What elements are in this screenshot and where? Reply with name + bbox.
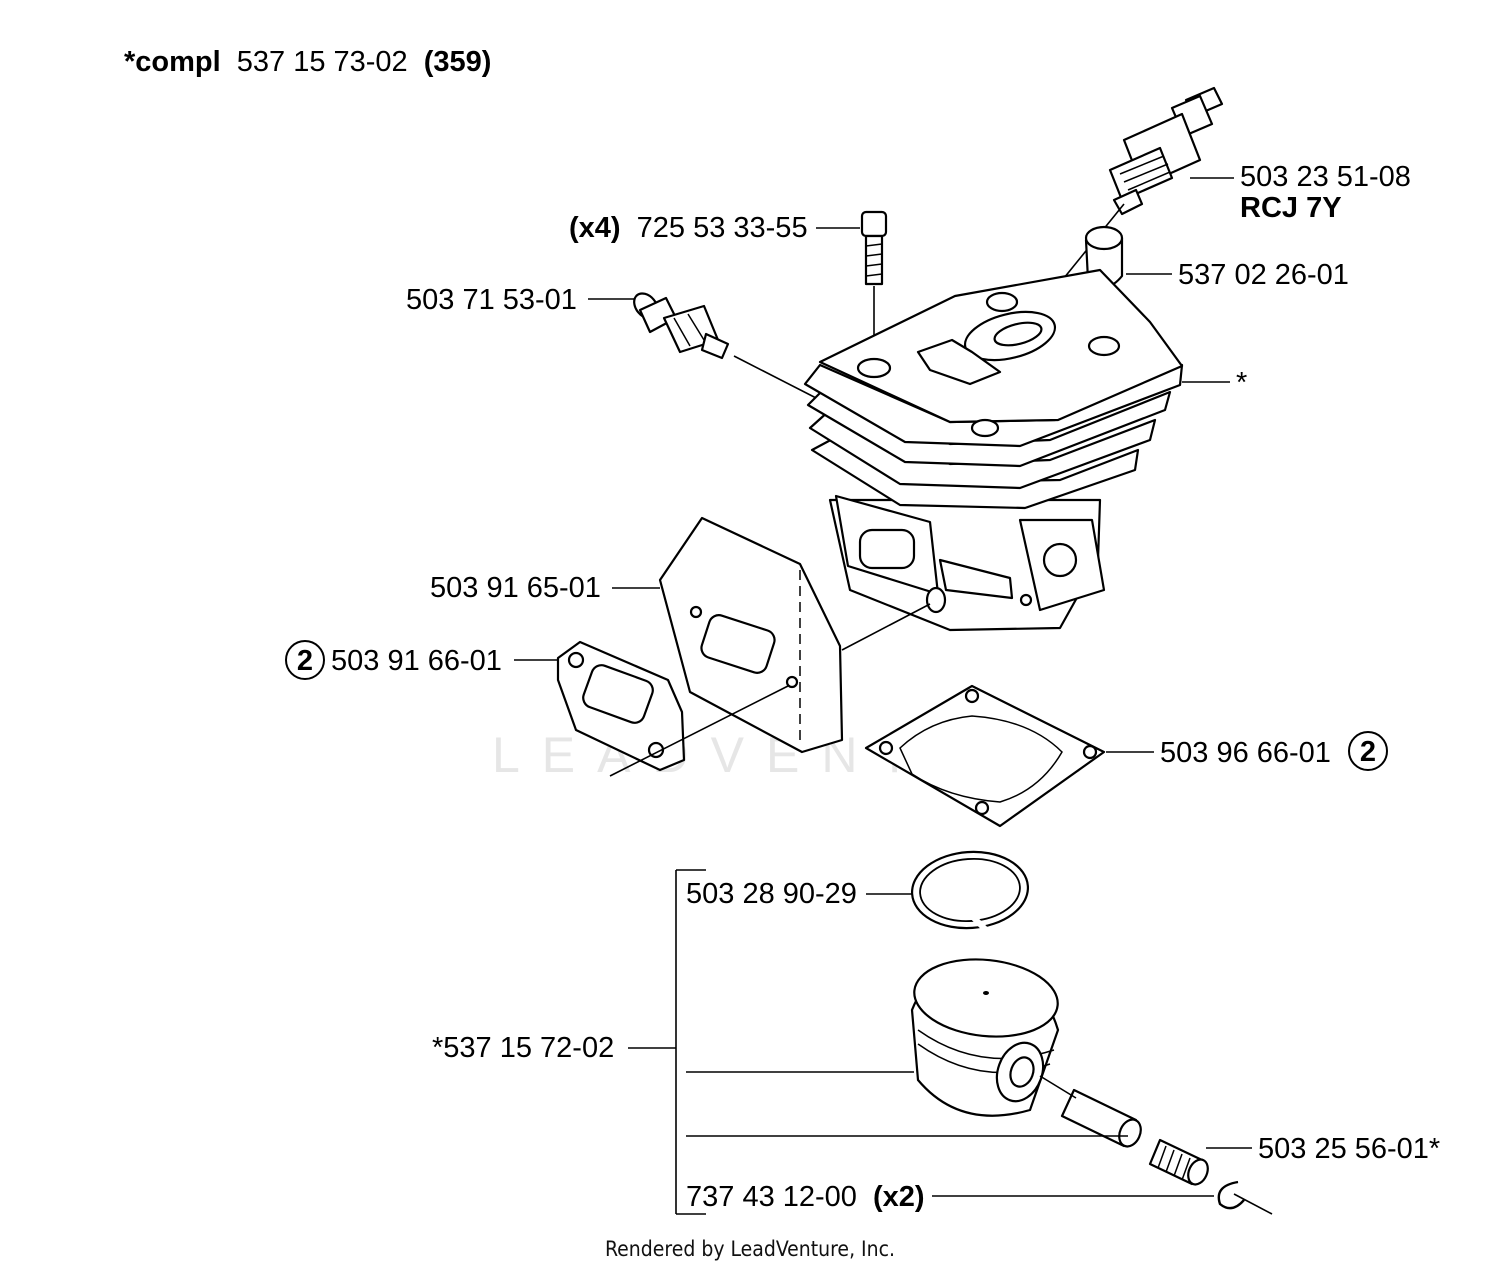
label-spark-plug-type: RCJ 7Y (1240, 192, 1342, 224)
label-piston-ring: 503 28 90-29 (686, 878, 857, 910)
piston-kit-bracket (628, 869, 706, 1215)
label-needle-bearing: 503 25 56-01* (1258, 1133, 1440, 1165)
piston-pin-drawing (1060, 1088, 1142, 1148)
axis-heat-shield (841, 603, 931, 651)
axis-circlip (1233, 1193, 1273, 1215)
label-base-gasket: 503 96 66-01 (1160, 737, 1331, 769)
axis-piston-pin (1039, 1075, 1077, 1099)
label-circlip: 737 43 12-00 (x2) (686, 1181, 925, 1213)
assembly-prefix: *compl (124, 46, 221, 78)
label-screw-number: 725 53 33-55 (637, 212, 808, 244)
ref-circle-muffler-gasket (285, 640, 325, 680)
muffler-gasket-drawing (556, 640, 686, 772)
needle-bearing-drawing (1148, 1138, 1209, 1186)
piston-ring-drawing (910, 850, 1030, 933)
label-heat-shield: 503 91 65-01 (430, 572, 601, 604)
piston-drawing (910, 958, 1060, 1117)
label-decompression-valve: 503 71 53-01 (406, 284, 577, 316)
heat-shield-drawing (658, 516, 844, 754)
label-cap: 537 02 26-01 (1178, 259, 1349, 291)
assembly-title: *compl 537 15 73-02 (359) (124, 46, 491, 78)
axis-decompression-valve (733, 355, 821, 401)
decompression-valve-drawing (633, 292, 730, 360)
assembly-number: 537 15 73-02 (237, 46, 408, 78)
base-gasket-drawing (864, 684, 1106, 828)
label-screw-qty: (x4) (569, 212, 621, 244)
cylinder-drawing (803, 268, 1184, 632)
footer-credit: Rendered by LeadVenture, Inc. (605, 1237, 895, 1261)
label-piston-kit: *537 15 72-02 (432, 1032, 614, 1064)
circlip-drawing (1217, 1180, 1245, 1210)
axis-muffler-gasket (609, 685, 789, 777)
ref-number-muffler-gasket: 2 (297, 645, 313, 677)
ref-number-base-gasket: 2 (1360, 736, 1376, 768)
assembly-model: (359) (424, 46, 492, 78)
spark-plug-drawing (1108, 86, 1224, 216)
label-circlip-number: 737 43 12-00 (686, 1181, 857, 1213)
label-screw: (x4) 725 53 33-55 (569, 212, 808, 244)
ref-circle-base-gasket (1348, 731, 1388, 771)
label-cylinder-marker: * (1236, 367, 1247, 399)
label-muffler-gasket: 503 91 66-01 (331, 645, 502, 677)
label-circlip-qty: (x2) (873, 1181, 925, 1213)
screw-drawing (860, 210, 888, 286)
label-spark-plug-number: 503 23 51-08 (1240, 161, 1411, 193)
